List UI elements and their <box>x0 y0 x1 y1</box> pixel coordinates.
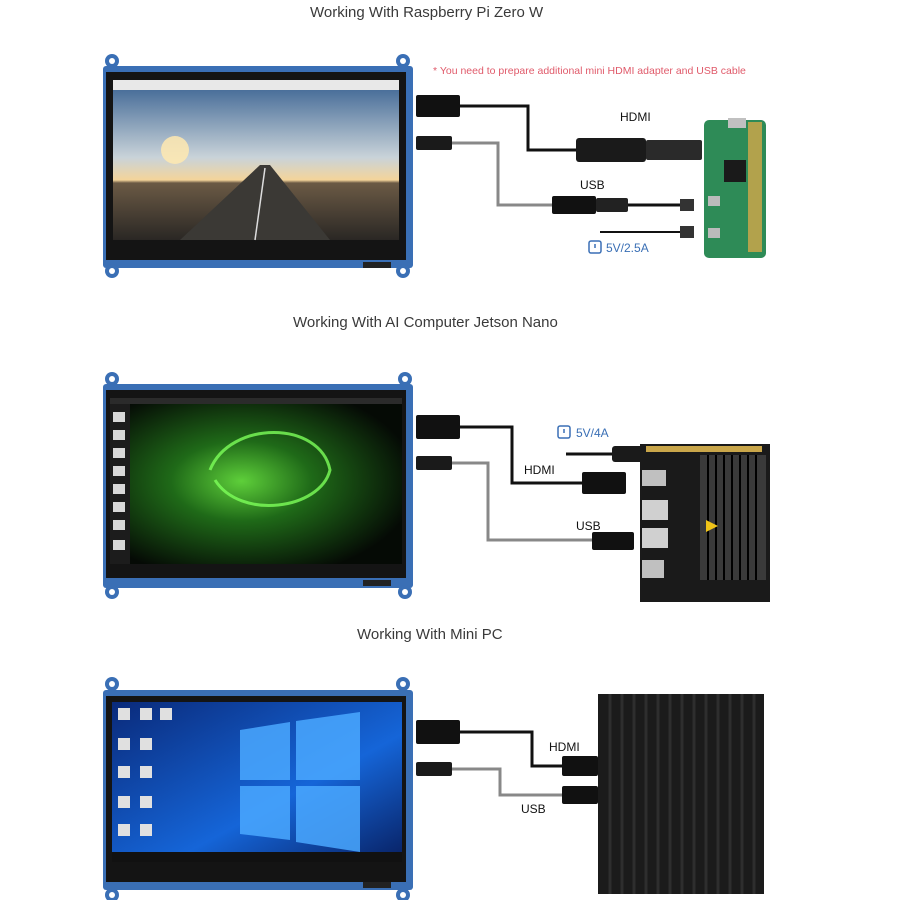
usb-label-pi: USB <box>580 178 605 192</box>
hdmi-cable-pi <box>416 95 702 162</box>
power-icon <box>558 426 570 438</box>
display-pi <box>103 54 413 278</box>
display-jetson <box>103 372 413 599</box>
jetson-nano-board <box>640 444 770 602</box>
mini-pc-case <box>598 694 764 894</box>
raspberry-pi-zero-board <box>704 118 766 258</box>
power-label-jetson: 5V/4A <box>576 426 609 440</box>
usb-label-minipc: USB <box>521 802 546 816</box>
display-minipc <box>103 677 413 900</box>
power-cable-pi <box>600 226 694 238</box>
power-label-pi: 5V/2.5A <box>606 241 649 255</box>
usb-label-jetson: USB <box>576 519 601 533</box>
power-icon <box>589 241 601 253</box>
hdmi-label-jetson: HDMI <box>524 463 555 477</box>
hdmi-label-pi: HDMI <box>620 110 651 124</box>
hdmi-label-minipc: HDMI <box>549 740 580 754</box>
section-title-jetson: Working With AI Computer Jetson Nano <box>293 314 558 331</box>
power-cable-jetson <box>566 446 644 462</box>
section-title-minipc: Working With Mini PC <box>357 626 503 643</box>
